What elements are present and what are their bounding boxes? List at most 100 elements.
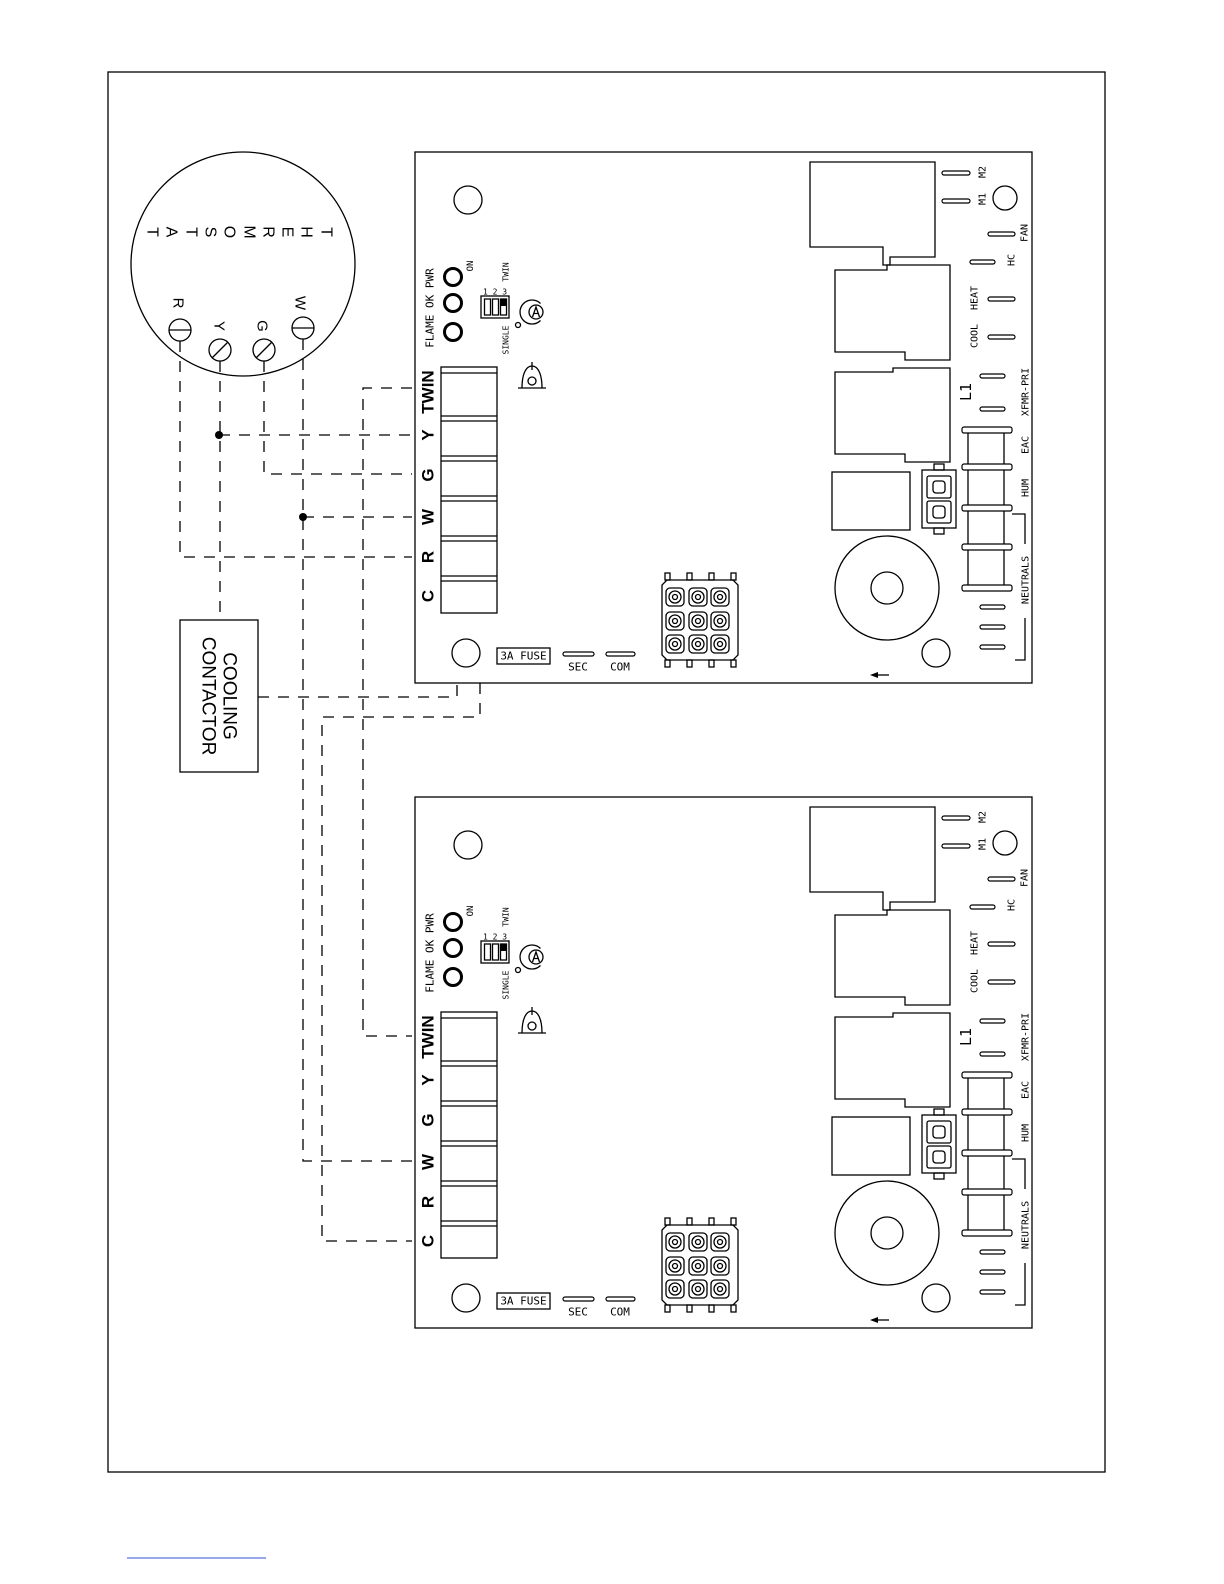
thermostat-terminal-r-label: R <box>170 298 187 309</box>
lower-board-xfmr-pri-pin <box>980 1052 1005 1056</box>
upper-board-dip-slot-2 <box>493 299 499 315</box>
lower-board-terminal-strip <box>441 1012 497 1258</box>
upper-board-certification-mark <box>518 362 546 388</box>
lower-board-terminal-c-label: C <box>419 1235 438 1247</box>
lower-board-outline <box>415 797 1032 1328</box>
lower-board-harness-pin <box>689 1280 707 1298</box>
lower-board-ok-led <box>445 940 462 957</box>
upper-board-csa-logo <box>516 300 544 328</box>
thermostat-title-letter: R <box>260 226 277 238</box>
lower-board-dip-slot-1 <box>485 944 491 960</box>
lower-board-transformer <box>835 1181 939 1285</box>
upper-board-com-label: COM <box>610 661 630 674</box>
cooling-contactor-label-line1: COOLING <box>219 652 240 740</box>
upper-board-hum-label: HUM <box>1021 479 1032 497</box>
upper-board-mounting-hole <box>922 639 950 667</box>
thermostat-terminal-w-label: W <box>292 296 309 311</box>
upper-board-two-pin-connector <box>922 464 956 534</box>
upper-board-relay-1 <box>810 162 935 265</box>
upper-board-terminal-c-label: C <box>419 590 438 602</box>
wire-common-to-lower-board <box>322 683 480 1241</box>
upper-board-terminal-r-label: R <box>419 551 438 563</box>
lower-board-harness-pin <box>689 1233 707 1251</box>
thermostat-body <box>131 152 355 376</box>
lower-board-neutral-pin <box>980 1250 1005 1254</box>
lower-board-terminal-y-label: Y <box>419 1074 438 1086</box>
lower-board-relay-2 <box>835 910 950 1005</box>
thermostat-terminal-g-screw <box>253 339 275 361</box>
upper-board-heat-pin <box>988 297 1015 301</box>
wire-r <box>180 341 412 557</box>
upper-board-motor-hole <box>993 186 1017 210</box>
thermostat-terminal-y-screw <box>209 339 231 361</box>
wire-twin <box>363 388 412 1036</box>
lower-board-terminal-twin-label: TWIN <box>419 1015 438 1058</box>
lower-board-hum-label: HUM <box>1021 1124 1032 1142</box>
upper-board-fan-pin <box>988 232 1015 236</box>
lower-board-dip-on-label: ON <box>466 906 476 917</box>
lower-board-fan-label: FAN <box>1020 869 1031 887</box>
upper-board-harness-pin <box>711 612 729 630</box>
thermostat-title-letter: T <box>144 227 161 237</box>
upper-board-hc-label: HC <box>1007 254 1018 266</box>
junction-dot-y <box>215 431 223 439</box>
lower-board-m2-pin <box>942 816 970 820</box>
upper-board-m2-pin <box>942 171 970 175</box>
upper-board-flame-led <box>445 324 462 341</box>
lower-board-dip-single-label: SINGLE <box>502 970 511 999</box>
lower-board-cool-label: COOL <box>970 969 981 993</box>
upper-board-mounting-hole <box>454 186 482 214</box>
lower-board-harness-pin <box>666 1257 684 1275</box>
upper-board-pwr-led <box>445 269 462 286</box>
thermostat-terminal-y-label: Y <box>211 321 228 331</box>
lower-board-com-label: COM <box>610 1306 630 1319</box>
thermostat-title-letter: T <box>318 227 335 237</box>
upper-board-heat-label: HEAT <box>970 286 981 310</box>
upper-board-harness-pin <box>666 612 684 630</box>
upper-board-terminal-twin-label: TWIN <box>419 370 438 413</box>
upper-board-l1-label: L1 <box>957 383 975 401</box>
upper-board-harness-pin <box>711 635 729 653</box>
upper-board-harness-connector <box>662 573 738 667</box>
lower-board-certification-mark <box>518 1007 546 1033</box>
lower-board-relay-3 <box>835 1013 950 1107</box>
lower-board-motor-hole <box>993 831 1017 855</box>
lower-board-harness-pin <box>666 1233 684 1251</box>
wire-g <box>264 361 412 474</box>
upper-board-harness-pin <box>711 588 729 606</box>
upper-board-m1-pin <box>942 199 970 203</box>
thermostat-title-letter: A <box>163 227 180 238</box>
lower-board-direction-arrow <box>870 1317 889 1323</box>
upper-board-neutral-pin <box>980 605 1005 609</box>
upper-board-terminal-g-label: G <box>419 468 438 481</box>
upper-board-harness-pin <box>689 635 707 653</box>
upper-board-fan-label: FAN <box>1020 224 1031 242</box>
upper-board-harness-pin <box>689 588 707 606</box>
upper-board-accessory-bus <box>962 427 1012 591</box>
lower-board-sec-pin <box>563 1297 594 1301</box>
lower-board-neutrals-label: NEUTRALS <box>1021 1201 1032 1249</box>
upper-board-com-pin <box>606 652 635 656</box>
upper-board-mounting-hole <box>452 639 480 667</box>
upper-board-l1-pin <box>980 374 1005 378</box>
lower-board-fan-pin <box>988 877 1015 881</box>
lower-board-terminal-g-label: G <box>419 1113 438 1126</box>
upper-board-component-block <box>832 472 910 530</box>
thermostat-terminal-r-screw <box>169 319 191 341</box>
lower-board-flame-led <box>445 969 462 986</box>
lower-board-fuse-label: 3A FUSE <box>500 1295 546 1308</box>
upper-board-outline <box>415 152 1032 683</box>
lower-board-component-block <box>832 1117 910 1175</box>
lower-board-harness-pin <box>711 1257 729 1275</box>
upper-board-dip-twin-label: TWIN <box>502 262 511 281</box>
upper-board-direction-arrow <box>870 672 889 678</box>
thermostat-title-letter: M <box>241 225 258 238</box>
upper-board-harness-pin <box>666 588 684 606</box>
wire-contactor-common <box>258 683 457 697</box>
lower-board-com-pin <box>606 1297 635 1301</box>
upper-board-m2-label: M2 <box>978 166 989 178</box>
upper-board-dip-single-label: SINGLE <box>502 325 511 354</box>
lower-board-m2-label: M2 <box>978 811 989 823</box>
upper-board-dip-slot-1 <box>485 299 491 315</box>
